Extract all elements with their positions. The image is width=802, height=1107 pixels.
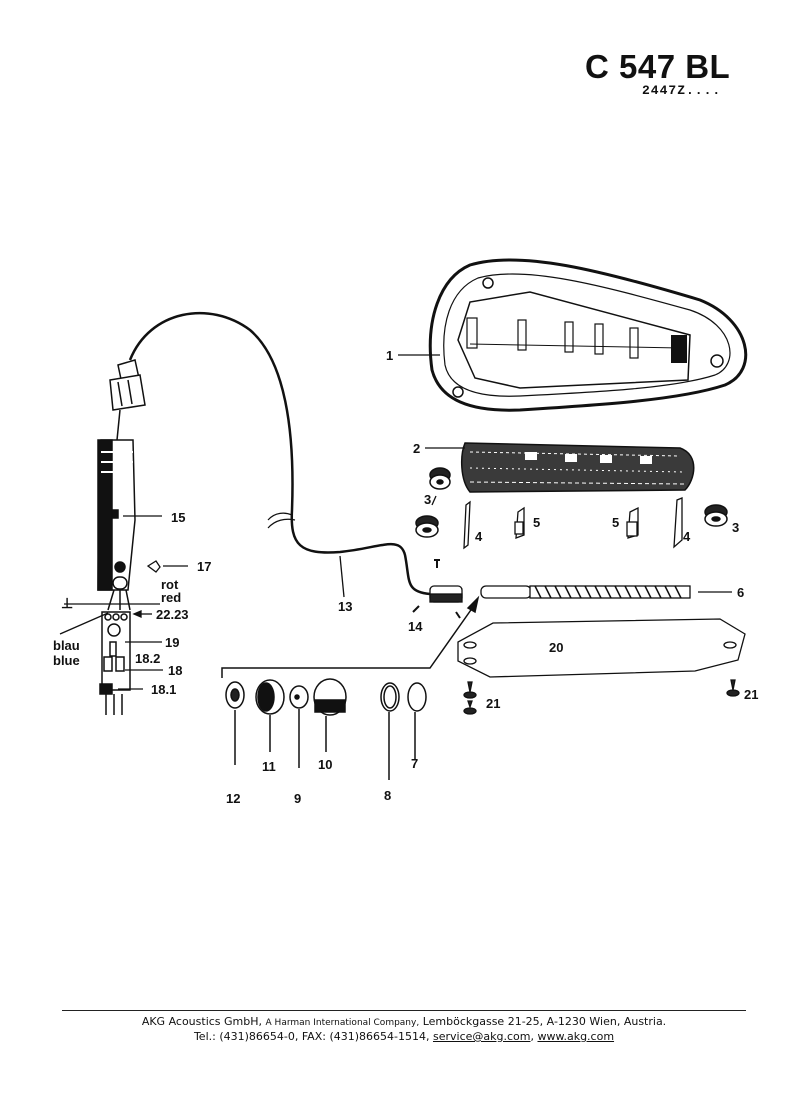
callout-21a: 21: [486, 696, 501, 711]
plate-part-20: [457, 618, 746, 678]
callout-12: 12: [226, 791, 241, 806]
model-title: C 547 BL: [585, 48, 731, 85]
callout-22-23: 22.23: [156, 607, 189, 622]
wire-label-rot: rot: [161, 577, 179, 592]
footer-divider: [62, 1010, 746, 1011]
spring-rod-part-6: [480, 585, 732, 599]
callout-15: 15: [171, 510, 186, 525]
company-name: AKG Acoustics GmbH,: [141, 1015, 263, 1028]
callout-14: 14: [408, 619, 423, 634]
grommet-part-3: [415, 467, 728, 538]
connector-body: [97, 359, 146, 715]
callout-8: 8: [384, 788, 392, 803]
company-address: Lemböckgasse 21-25, A-1230 Wien, Austria…: [422, 1015, 667, 1028]
callout-3b: 3: [732, 520, 740, 535]
screws-part-14: [412, 559, 461, 619]
callout-13: 13: [338, 599, 353, 614]
callout-1: 1: [386, 348, 394, 363]
mesh-grille-part-2: [460, 442, 695, 493]
housing-base-part-1: [428, 258, 748, 412]
callout-9: 9: [294, 791, 302, 806]
callout-18-1: 18.1: [151, 682, 177, 697]
separator: ,: [530, 1030, 534, 1043]
callout-6: 6: [737, 585, 745, 600]
callout-21b: 21: [744, 687, 759, 702]
screws-part-21: [463, 679, 740, 715]
wire-label-blau: blau: [53, 638, 80, 653]
callout-5a: 5: [533, 515, 541, 530]
screw-part-17: [146, 560, 161, 573]
callout-5b: 5: [612, 515, 620, 530]
callout-7: 7: [411, 756, 419, 771]
small-parts-7-12: [225, 678, 427, 780]
cable-part-13: [128, 311, 431, 596]
callout-11: 11: [262, 759, 276, 774]
ground-symbol: ⊥: [61, 595, 74, 611]
footer-contact-line: Tel.: (431)86654-0, FAX: (431)86654-1514…: [62, 1030, 746, 1044]
wire-label-blue: blue: [53, 653, 80, 668]
phone-fax: Tel.: (431)86654-0, FAX: (431)86654-1514…: [193, 1030, 430, 1043]
callout-4a: 4: [475, 529, 483, 544]
clips-parts-4-5: [463, 497, 683, 550]
callout-19: 19: [165, 635, 180, 650]
website-link[interactable]: www.akg.com: [537, 1030, 615, 1043]
callout-18: 18: [168, 663, 183, 678]
part-code: 2447Z....: [642, 83, 722, 98]
callout-10: 10: [318, 757, 333, 772]
footer: AKG Acoustics GmbH, A Harman Internation…: [62, 1015, 746, 1044]
wire-label-red: red: [161, 590, 182, 605]
assembly-bracket-arrow: [221, 595, 480, 678]
callout-4b: 4: [683, 529, 691, 544]
footer-address-line: AKG Acoustics GmbH, A Harman Internation…: [62, 1015, 746, 1030]
callout-3a: 3: [424, 492, 432, 507]
wire-arrow-22-23: [132, 610, 152, 618]
callout-20: 20: [549, 640, 564, 655]
callout-2: 2: [413, 441, 421, 456]
callout-17: 17: [197, 559, 212, 574]
parent-company: A Harman International Company,: [265, 1018, 420, 1028]
email-link[interactable]: service@akg.com: [432, 1030, 531, 1043]
callout-18-2: 18.2: [135, 651, 161, 666]
cable-end-sleeve: [429, 585, 463, 603]
leader-lines: [59, 354, 465, 690]
